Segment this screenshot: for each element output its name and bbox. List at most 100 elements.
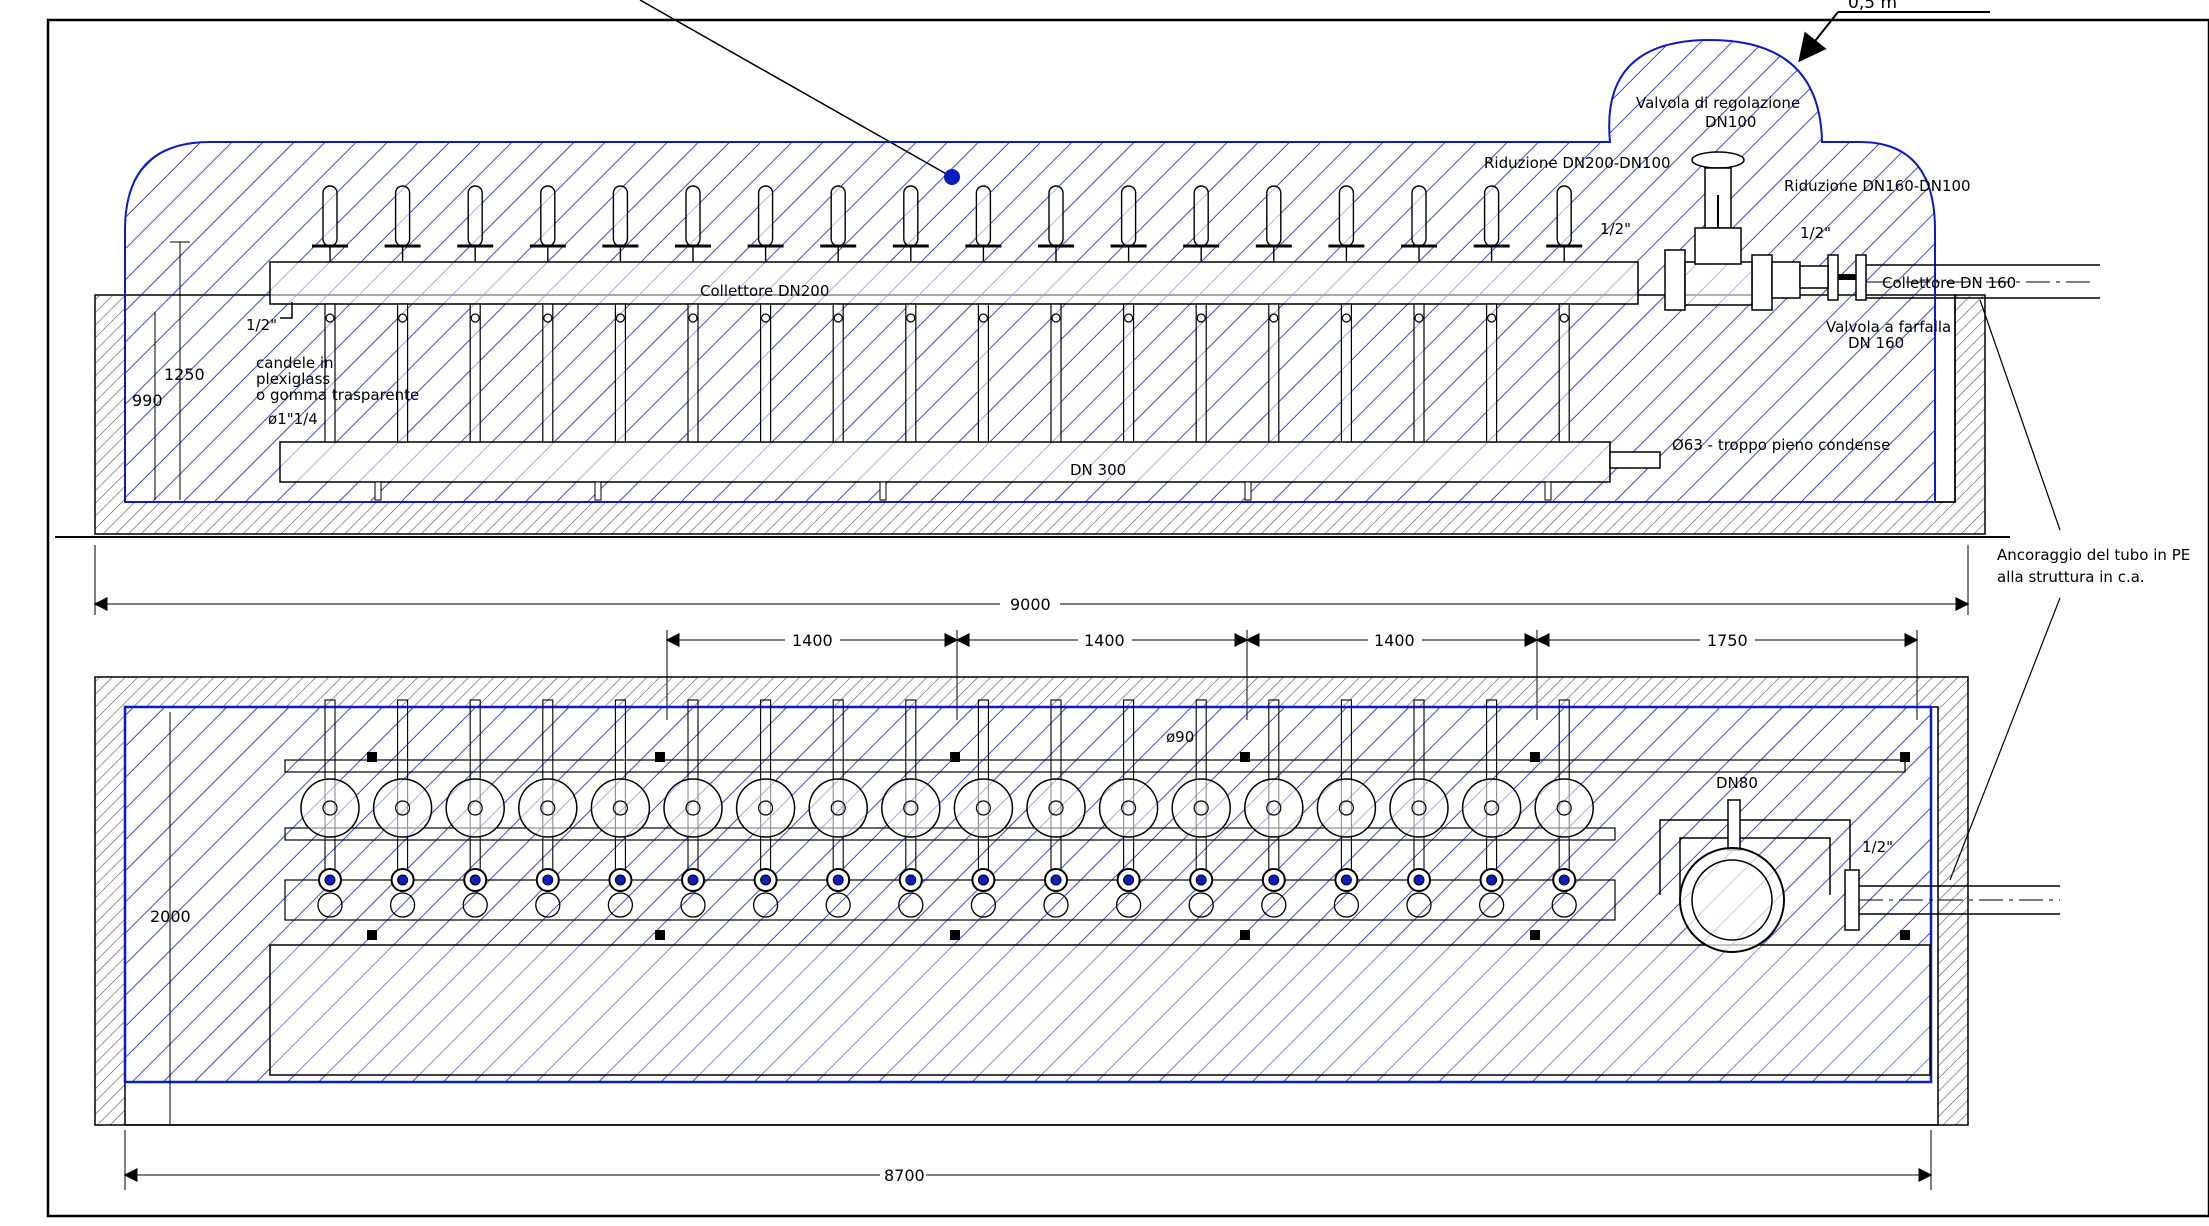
branch-cock: [1486, 313, 1497, 323]
elevation-branch: [965, 185, 1002, 443]
branch-cock: [1196, 313, 1206, 323]
plan-valve-wheel: [1316, 778, 1377, 838]
plan-valve-core: [324, 874, 336, 886]
plan-valve-core: [760, 874, 772, 886]
plan-main-flange: [1679, 847, 1785, 953]
elevation-branch: [529, 185, 566, 443]
plan-support-top: [367, 752, 377, 762]
plan-valve-hub: [1411, 800, 1427, 816]
label-half-inch-2: 1/2": [1800, 224, 1831, 242]
plan-branch: [1244, 699, 1304, 918]
branch-pipe: [1195, 303, 1207, 443]
plan-valve-wheel: [372, 778, 433, 838]
plan-valve-wheel: [1026, 778, 1086, 838]
elevation-branch: [1255, 185, 1292, 443]
plan-support-bottom: [655, 930, 665, 940]
plan-valve-core: [397, 874, 409, 886]
plan-support-bottom: [1900, 930, 1910, 940]
label-valvola-farfalla: Valvola a farfalla: [1826, 318, 1951, 336]
plan-valve-wheel: [1534, 778, 1594, 838]
label-riduzione-200-100: Riduzione DN200-DN100: [1484, 154, 1671, 172]
plan-valve-core: [1413, 874, 1425, 886]
plan-valve-core: [614, 874, 626, 886]
plan-valve-hub: [395, 800, 411, 816]
plan-branches: [300, 699, 1910, 940]
label-candele-3: o gomma trasparente: [256, 386, 419, 404]
plan-valve-wheel: [1461, 778, 1522, 838]
elevation-branch: [1038, 185, 1074, 443]
half-inch-tap: [280, 302, 293, 319]
plan-valve-ring: [1261, 892, 1287, 918]
plan-valve-core: [687, 874, 699, 886]
plan-support-bottom: [1530, 930, 1540, 940]
candle: [1120, 185, 1137, 247]
candle: [322, 185, 338, 247]
branch-pipe: [1558, 303, 1570, 443]
plan-branch: [1534, 699, 1594, 918]
plan-support-top: [950, 752, 960, 762]
regulation-valve: [1664, 151, 1773, 311]
dim-8700: 8700: [123, 1130, 1933, 1190]
branch-pipe: [397, 303, 409, 443]
plan-pipe-dn300: [269, 944, 1931, 1076]
plan-support-bottom: [950, 930, 960, 940]
candle: [1193, 185, 1209, 247]
label-half-inch-plan: 1/2": [1862, 838, 1893, 856]
branch-cock: [978, 313, 989, 323]
dim-2000: 2000: [150, 907, 191, 926]
candle: [757, 185, 774, 247]
label-collettore-dn200: Collettore DN200: [700, 282, 829, 300]
plan-valve-core: [1268, 874, 1280, 886]
branch-pipe: [1413, 303, 1425, 443]
branch-pipe: [1122, 303, 1135, 443]
branch-cock: [1123, 313, 1134, 323]
plan-valve-ring: [752, 892, 779, 918]
branch-cock: [1414, 313, 1424, 323]
plan-valve-hub: [540, 800, 556, 816]
butterfly-valve: [1799, 254, 1867, 301]
dim-1250: 1250: [164, 365, 205, 384]
plan-valve-core: [1195, 874, 1207, 886]
dim-9000-text: 9000: [1010, 595, 1051, 614]
dn300-support: [374, 481, 382, 501]
plan-valve-core: [832, 874, 844, 886]
label-valvola-regolazione: Valvola di regolazione: [1636, 94, 1800, 112]
label-diam90: ø90: [1166, 728, 1194, 746]
plan-valve-hub: [1266, 800, 1282, 816]
candle: [394, 185, 411, 247]
elevation-branch: [892, 185, 929, 443]
candle: [1048, 185, 1064, 247]
plan-valve-hub: [1556, 800, 1572, 816]
elevation-view: Valvola di regolazione DN100 Riduzione D…: [94, 38, 2100, 535]
candle: [1556, 185, 1572, 247]
plan-valve-hub: [467, 800, 483, 816]
plan-branch: [300, 699, 360, 918]
plan-branch: [953, 699, 1014, 918]
plan-branch: [1389, 699, 1449, 918]
plan-valve-core: [977, 874, 989, 886]
branch-cock: [1341, 313, 1352, 323]
candle: [612, 185, 629, 247]
plan-valve-ring: [1188, 892, 1214, 918]
elevation-branch: [457, 185, 494, 443]
label-dn80: DN80: [1716, 774, 1758, 792]
candle: [903, 185, 919, 247]
branch-cock: [398, 313, 408, 323]
plan-branch: [518, 699, 578, 918]
dn300-support: [594, 481, 602, 501]
plan-valve-wheel: [445, 778, 505, 838]
elevation-branch: [1473, 185, 1510, 443]
plan-valve-hub: [975, 800, 992, 816]
pipe-dn300: [279, 441, 1611, 483]
branch-pipe: [324, 303, 336, 443]
branch-pipe: [832, 303, 844, 443]
plan-support-top: [1530, 752, 1540, 762]
branch-pipe: [905, 303, 917, 443]
dim-1400-b: 1400: [1084, 631, 1125, 650]
plan-valve-wheel: [1171, 778, 1231, 838]
dn300-support: [879, 481, 887, 501]
label-ancoraggio-2: alla struttura in c.a.: [1997, 568, 2145, 586]
drawing-frame: [46, 18, 2209, 1218]
plan-valve-core: [905, 874, 917, 886]
